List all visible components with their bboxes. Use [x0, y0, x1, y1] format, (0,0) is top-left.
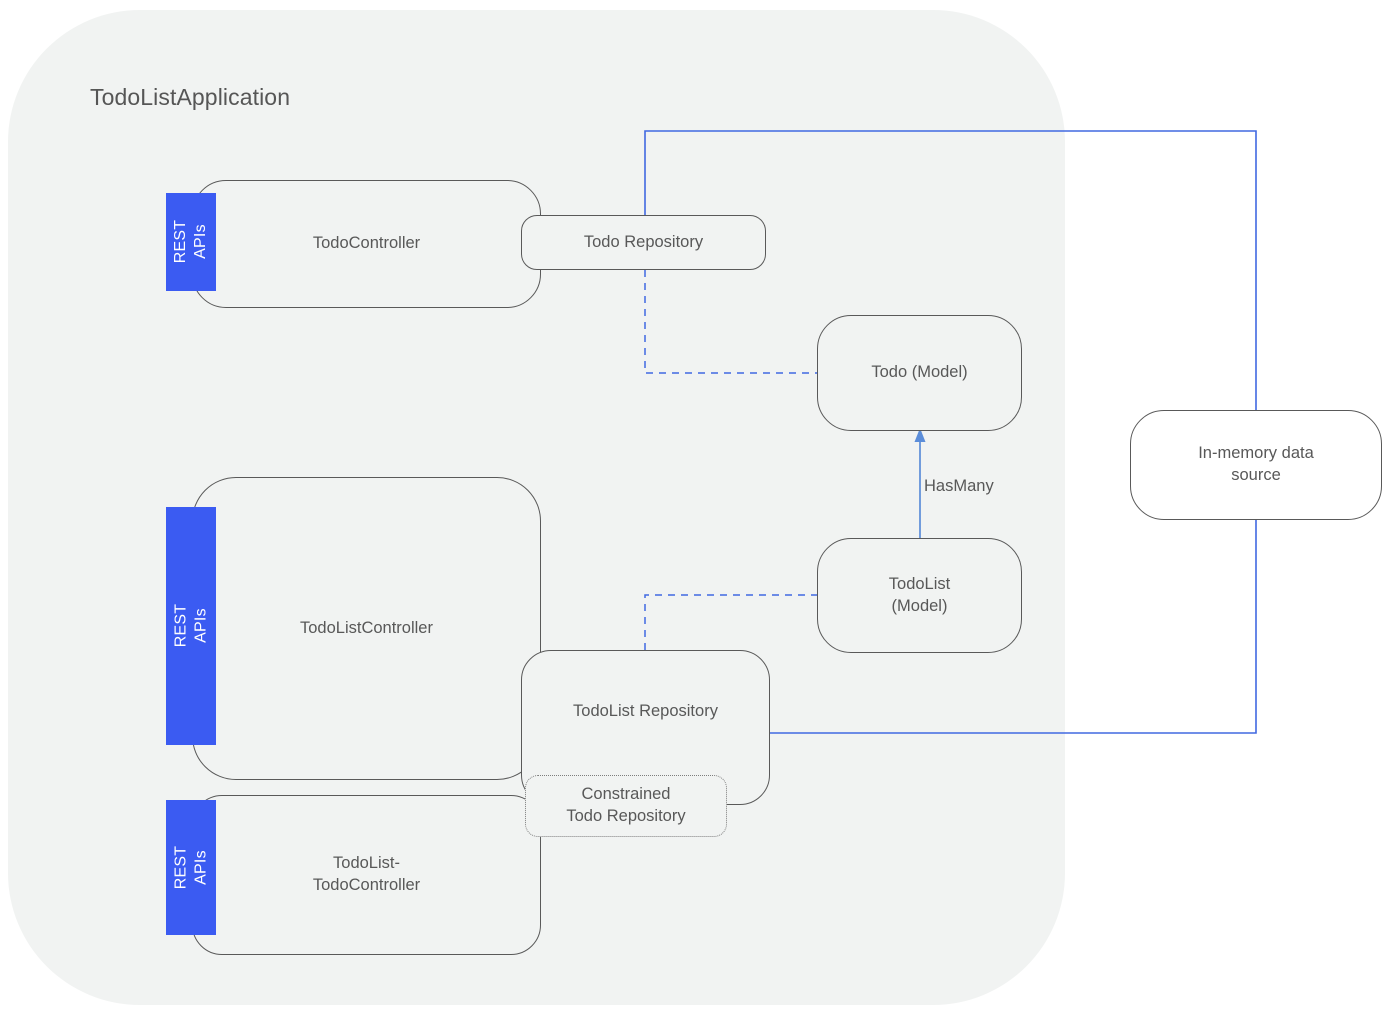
edge-todolist-repository-to-todolist-model — [644, 594, 817, 650]
node-in-memory-data-source-label: In-memory data source — [1198, 444, 1314, 484]
rest-apis-badge-todolist-controller[interactable]: REST APIs — [166, 507, 216, 745]
page-title: TodoListApplication — [90, 84, 291, 110]
node-todo-controller-label: TodoController — [312, 234, 421, 253]
node-todo-model[interactable]: Todo (Model) — [817, 315, 1022, 431]
node-todolist-model[interactable]: TodoList (Model) — [817, 538, 1022, 653]
edge-hasmany-arrowhead — [914, 428, 926, 442]
node-todo-model-label: Todo (Model) — [871, 363, 968, 382]
node-todolist-controller-label: TodoListController — [300, 618, 433, 637]
rest-apis-badge-todo-controller-label: REST APIs — [172, 220, 209, 264]
rest-apis-badge-todolist-todo-controller-label: REST APIs — [172, 845, 209, 890]
edge-label-hasmany: HasMany — [924, 477, 994, 495]
node-todolist-controller[interactable]: TodoListController — [192, 477, 541, 780]
rest-apis-badge-todolist-controller-label: REST APIs — [172, 604, 209, 648]
node-todo-repository-label: Todo Repository — [583, 232, 704, 251]
node-todolist-todo-controller-label: TodoList- TodoController — [312, 854, 421, 894]
node-constrained-todo-repository[interactable]: Constrained Todo Repository — [525, 775, 727, 837]
node-todolist-model-label: TodoList (Model) — [888, 574, 951, 615]
node-constrained-todo-repository-label: Constrained Todo Repository — [566, 785, 686, 825]
rest-apis-badge-todo-controller[interactable]: REST APIs — [166, 193, 216, 291]
edge-todolist-repository-to-datasource — [766, 520, 1257, 734]
edge-todo-repository-to-datasource — [644, 130, 1257, 410]
node-todo-controller[interactable]: TodoController — [192, 180, 541, 308]
node-in-memory-data-source[interactable]: In-memory data source — [1130, 410, 1382, 520]
rest-apis-badge-todolist-todo-controller[interactable]: REST APIs — [166, 800, 216, 935]
node-todo-repository[interactable]: Todo Repository — [521, 215, 766, 270]
node-todolist-repository-label: TodoList Repository — [573, 701, 718, 720]
edge-todo-repository-to-todo-model — [644, 270, 817, 374]
node-todolist-todo-controller[interactable]: TodoList- TodoController — [192, 795, 541, 955]
